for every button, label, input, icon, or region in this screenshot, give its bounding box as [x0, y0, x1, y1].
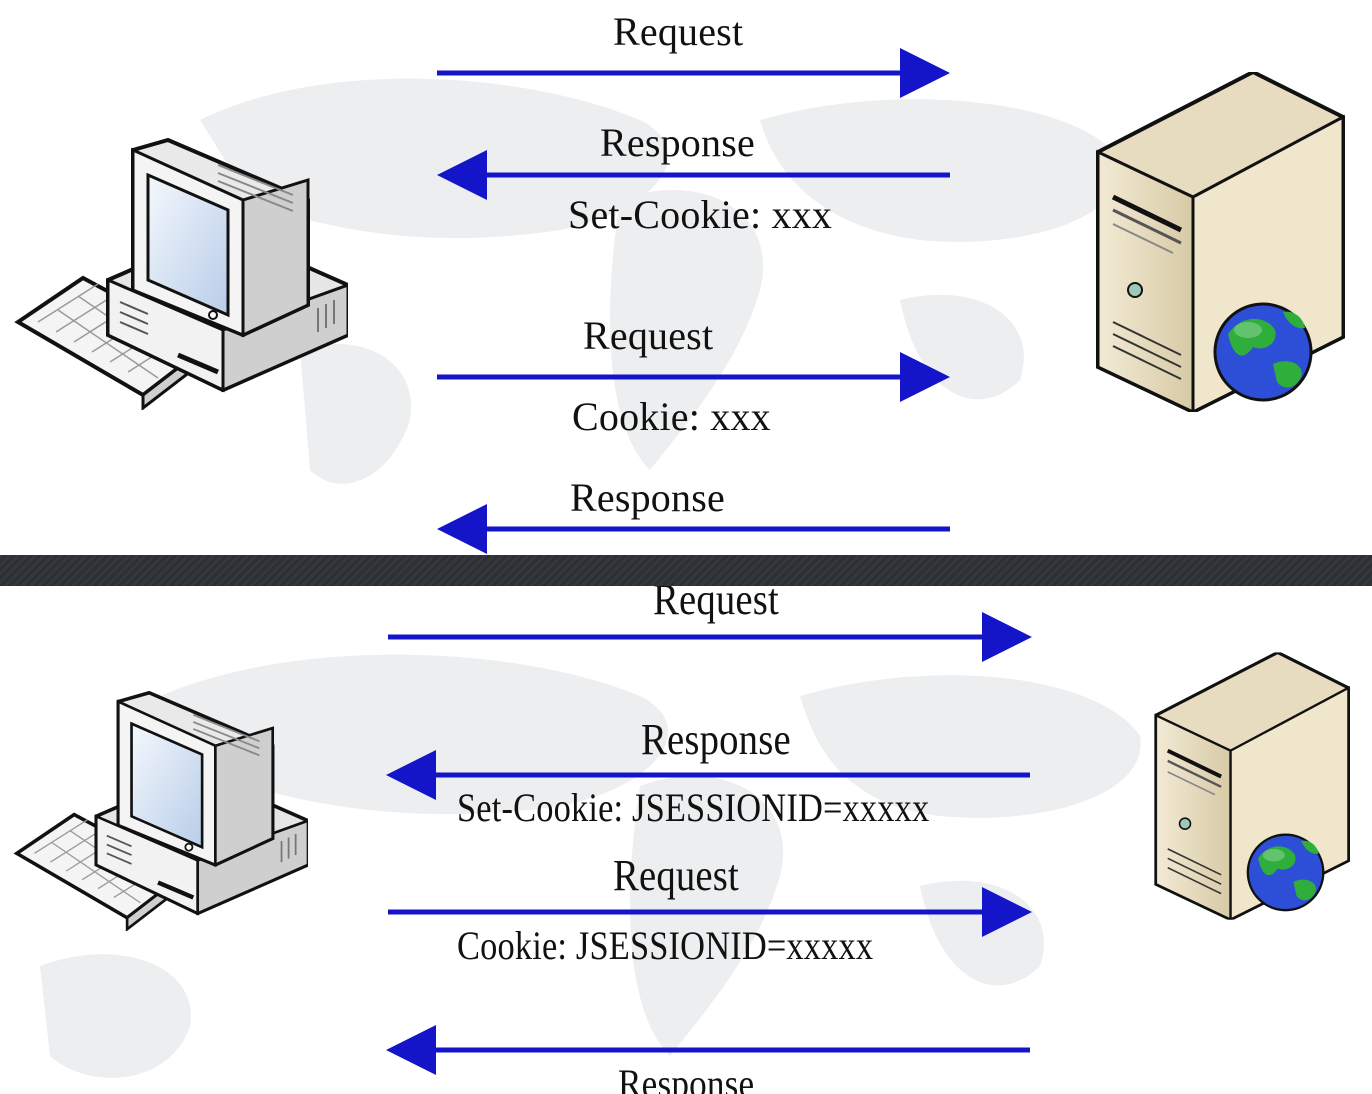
- response-label-1: Response: [641, 715, 791, 764]
- request-label-1: Request: [653, 586, 779, 624]
- set-cookie-label: Set-Cookie: xxx: [568, 192, 833, 237]
- arrows-layer: [386, 612, 1032, 1075]
- request-label-2: Request: [583, 313, 714, 358]
- world-map-background: [200, 78, 1121, 484]
- response-label-2: Response: [618, 1061, 755, 1094]
- request-label-1: Request: [613, 9, 744, 54]
- cookie-label: Cookie: xxx: [572, 394, 771, 439]
- diagram-panel-jsessionid: Request Response Set-Cookie: JSESSIONID=…: [0, 586, 1372, 1094]
- set-cookie-label: Set-Cookie: JSESSIONID=xxxxx: [457, 785, 930, 830]
- request-label-2: Request: [613, 851, 739, 900]
- cookie-label: Cookie: JSESSIONID=xxxxx: [457, 923, 874, 968]
- response-label-1: Response: [600, 120, 755, 165]
- panel-divider: [0, 555, 1372, 586]
- diagram-panel-basic-cookie: Request Response Set-Cookie: xxx Request…: [0, 0, 1372, 555]
- arrows-layer: [437, 48, 950, 554]
- response-label-2: Response: [570, 475, 725, 520]
